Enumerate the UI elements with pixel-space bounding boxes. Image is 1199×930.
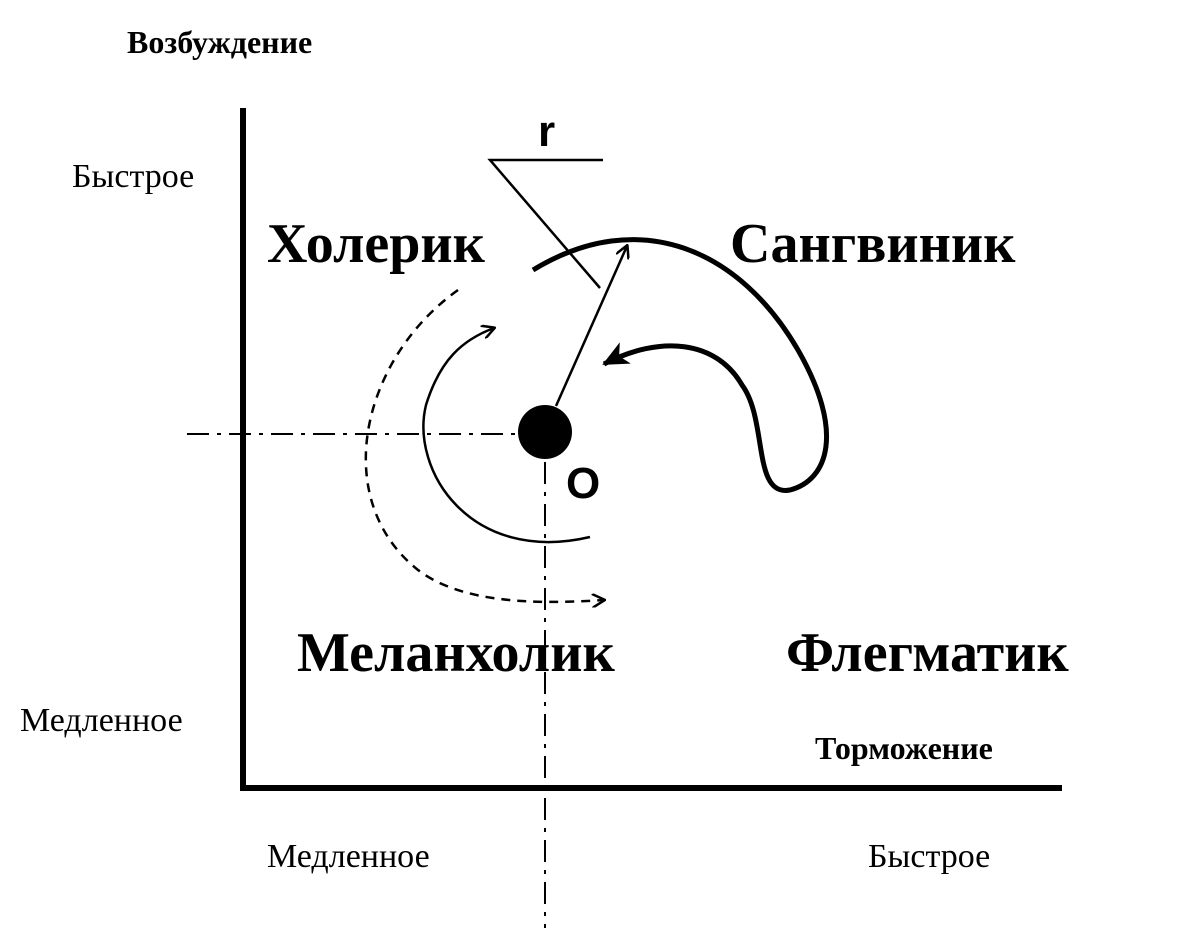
thick-loop-curve [531, 237, 830, 493]
dashed-curved-arrow [364, 288, 604, 602]
quadrant-label-melancholic: Меланхолик [297, 622, 615, 684]
y-tick-high: Быстрое [72, 158, 195, 195]
solid-curved-arrow [422, 328, 591, 544]
y-tick-low: Медленное [20, 702, 183, 739]
radius-arrow [554, 246, 627, 407]
origin-point [518, 405, 572, 459]
radius-leader-line [487, 158, 603, 289]
x-tick-high: Быстрое [868, 838, 991, 875]
quadrant-label-choleric: Холерик [267, 213, 485, 275]
radius-symbol: r [538, 107, 556, 156]
x-axis-title: Торможение [815, 730, 993, 766]
x-tick-low: Медленное [267, 838, 430, 875]
quadrant-label-sanguine: Сангвиник [730, 213, 1016, 275]
quadrant-label-phlegmatic: Флегматик [786, 622, 1069, 684]
y-axis-title: Возбуждение [127, 24, 313, 60]
origin-symbol: O [566, 459, 601, 508]
